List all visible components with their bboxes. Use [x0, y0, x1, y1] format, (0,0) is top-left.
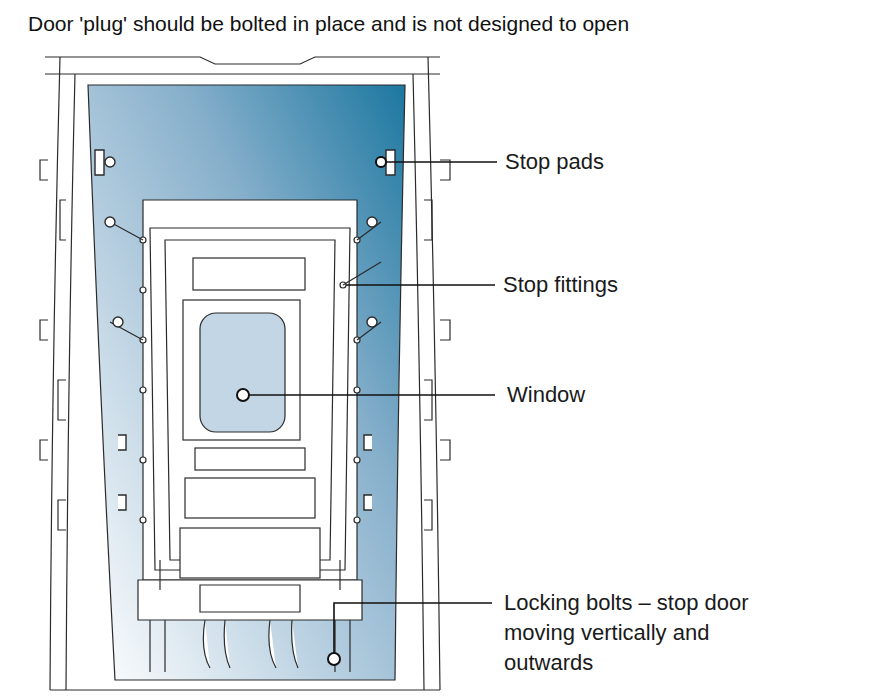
leader-dots	[237, 157, 386, 665]
fuselage-frame	[40, 57, 450, 690]
callout-label: Stop fittings	[503, 270, 618, 300]
leader-lines	[249, 162, 497, 653]
stop-pads	[95, 150, 395, 510]
door-plug	[138, 200, 362, 672]
window-pane	[200, 313, 285, 432]
diagram-title: Door 'plug' should be bolted in place an…	[28, 11, 629, 37]
stop-fittings	[110, 222, 381, 523]
callout-label: Window	[507, 380, 585, 410]
callout-label: Locking bolts – stop door moving vertica…	[504, 588, 804, 678]
callout-label: Stop pads	[505, 147, 604, 177]
door-opening	[88, 85, 405, 680]
